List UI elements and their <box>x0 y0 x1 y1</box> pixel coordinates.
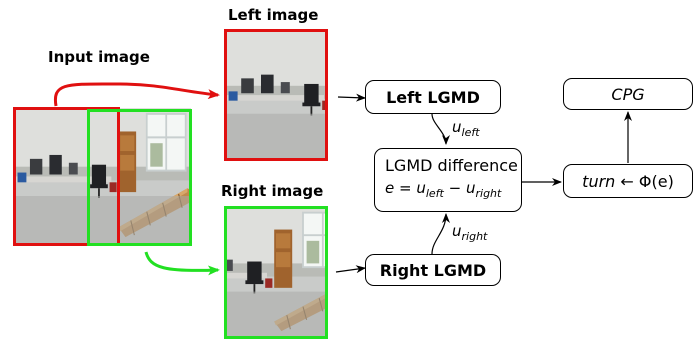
u-left-edge-label: uleft <box>452 118 480 139</box>
eq-u-left: u <box>416 179 426 197</box>
lgmd-difference-box: LGMD difference e = uleft − uright <box>374 148 522 212</box>
right-lgmd-label: Right LGMD <box>379 260 487 280</box>
input-image-photo <box>14 108 191 245</box>
u-right-edge-label: uright <box>452 222 488 243</box>
input-left-region-frame <box>13 107 120 246</box>
right-image-photo <box>225 207 327 338</box>
left-lgmd-label: Left LGMD <box>386 87 480 107</box>
arrow-right-image-to-right-lgmd <box>335 265 366 274</box>
turn-expression: turn ← Φ(e) <box>582 171 674 191</box>
turn-box: turn ← Φ(e) <box>563 164 693 198</box>
input-right-region-frame <box>87 109 192 246</box>
cpg-box: CPG <box>563 78 693 110</box>
red-split-arrow <box>53 82 220 107</box>
eq-e: e <box>385 179 395 197</box>
lgmd-difference-title: LGMD difference <box>385 156 518 175</box>
input-image-label: Input image <box>48 48 150 66</box>
eq-u-right: u <box>465 179 476 197</box>
left-image-frame <box>224 29 328 161</box>
cpg-label: CPG <box>611 84 645 104</box>
green-split-arrow <box>144 251 220 276</box>
arrow-left-lgmd-to-diff <box>431 113 450 145</box>
arrow-left-image-to-left-lgmd <box>337 93 366 102</box>
left-image-label: Left image <box>228 6 319 24</box>
right-image-frame <box>224 206 328 339</box>
right-lgmd-box: Right LGMD <box>365 254 501 286</box>
arrow-right-lgmd-to-diff <box>431 213 450 255</box>
lgmd-difference-equation: e = uleft − uright <box>385 179 502 200</box>
left-lgmd-box: Left LGMD <box>365 80 501 114</box>
right-image-label: Right image <box>221 182 324 200</box>
